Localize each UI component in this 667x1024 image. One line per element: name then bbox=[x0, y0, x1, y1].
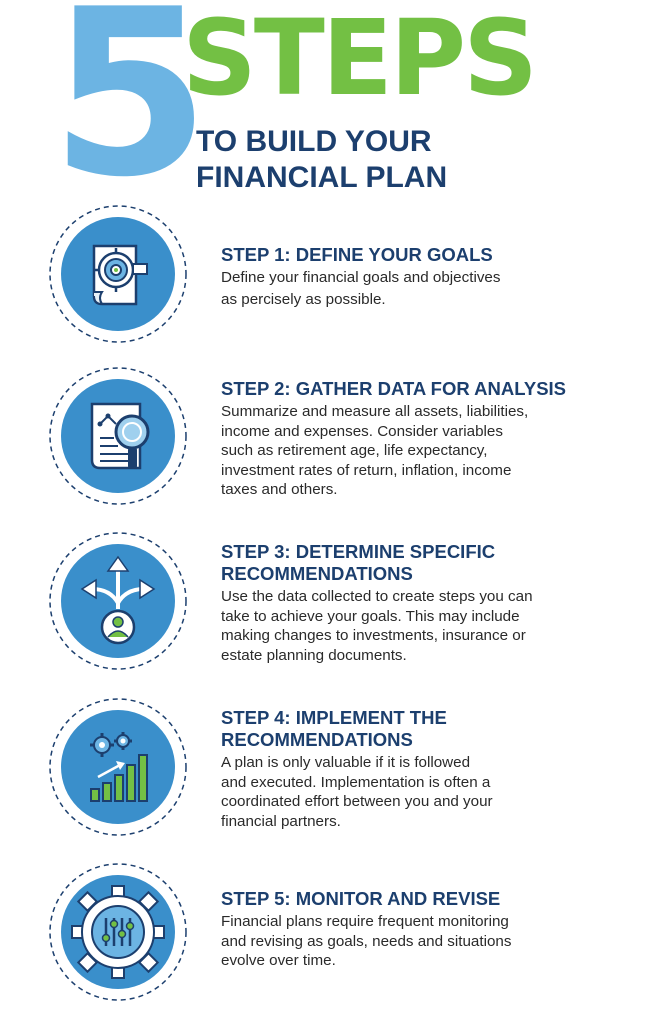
step-1-text: STEP 1: DEFINE YOUR GOALS Define your fi… bbox=[221, 244, 621, 312]
step-3-desc-line: Use the data collected to create steps y… bbox=[221, 588, 533, 605]
gears-growth-chart-icon bbox=[48, 697, 188, 837]
step-3-desc-line: estate planning documents. bbox=[221, 646, 407, 664]
step-4-title-line: RECOMMENDATIONS bbox=[221, 729, 413, 750]
subtitle: TO BUILD YOUR FINANCIAL PLAN bbox=[196, 124, 447, 196]
step-2-desc-line: investment rates of return, inflation, i… bbox=[221, 461, 512, 479]
step-2-desc-line: such as retirement age, life expectancy, bbox=[221, 442, 488, 460]
step-5-desc-line: Financial plans require frequent monitor… bbox=[221, 913, 509, 930]
step-3-description: Use the data collected to create steps y… bbox=[221, 587, 621, 665]
step-1-description: Define your financial goals and objectiv… bbox=[221, 268, 621, 312]
step-2-desc-line: Summarize and measure all assets, liabil… bbox=[221, 403, 529, 420]
step-3-title: STEP 3: DETERMINE SPECIFIC RECOMMENDATIO… bbox=[221, 541, 621, 585]
step-3-text: STEP 3: DETERMINE SPECIFIC RECOMMENDATIO… bbox=[221, 541, 621, 665]
step-1-desc-line: as percisely as possible. bbox=[221, 290, 386, 308]
step-4-title: STEP 4: IMPLEMENT THE RECOMMENDATIONS bbox=[221, 707, 621, 751]
header: 5 STEPS TO BUILD YOUR FINANCIAL PLAN bbox=[0, 0, 667, 228]
steps-heading: STEPS bbox=[182, 0, 538, 119]
gear-sliders-icon bbox=[48, 862, 188, 1002]
step-4-desc-line: coordinated effort between you and your bbox=[221, 793, 493, 811]
step-3-desc-line: take to achieve your goals. This may inc… bbox=[221, 607, 520, 625]
step-2-description: Summarize and measure all assets, liabil… bbox=[221, 402, 621, 500]
step-3-title-line: STEP 3: DETERMINE SPECIFIC bbox=[221, 541, 496, 562]
step-5-desc-line: and revising as goals, needs and situati… bbox=[221, 932, 512, 950]
step-5-desc-line: evolve over time. bbox=[221, 952, 336, 970]
step-3-title-line: RECOMMENDATIONS bbox=[221, 563, 413, 584]
target-document-icon bbox=[48, 204, 188, 344]
step-1-title: STEP 1: DEFINE YOUR GOALS bbox=[221, 244, 493, 265]
step-4-text: STEP 4: IMPLEMENT THE RECOMMENDATIONS A … bbox=[221, 707, 621, 831]
document-magnifier-icon bbox=[48, 366, 188, 506]
step-3-desc-line: making changes to investments, insurance… bbox=[221, 627, 526, 645]
step-5-title: STEP 5: MONITOR AND REVISE bbox=[221, 888, 501, 909]
step-4-desc-line: and executed. Implementation is often a bbox=[221, 773, 491, 791]
step-2-title: STEP 2: GATHER DATA FOR ANALYSIS bbox=[221, 378, 567, 399]
subtitle-line-2: FINANCIAL PLAN bbox=[196, 161, 448, 194]
step-5-text: STEP 5: MONITOR AND REVISE Financial pla… bbox=[221, 888, 621, 971]
direction-arrows-person-icon bbox=[48, 531, 188, 671]
step-2-desc-line: income and expenses. Consider variables bbox=[221, 422, 503, 440]
step-1-desc-line: Define your financial goals and objectiv… bbox=[221, 269, 501, 286]
step-5-description: Financial plans require frequent monitor… bbox=[221, 912, 621, 971]
step-2-text: STEP 2: GATHER DATA FOR ANALYSIS Summari… bbox=[221, 378, 621, 500]
step-4-title-line: STEP 4: IMPLEMENT THE bbox=[221, 707, 447, 728]
step-4-desc-line: A plan is only valuable if it is followe… bbox=[221, 754, 471, 771]
subtitle-line-1: TO BUILD YOUR bbox=[196, 125, 432, 158]
step-4-desc-line: financial partners. bbox=[221, 812, 341, 830]
big-number-five: 5 bbox=[50, 0, 210, 228]
step-4-description: A plan is only valuable if it is followe… bbox=[221, 753, 621, 831]
step-2-desc-line: taxes and others. bbox=[221, 481, 338, 499]
